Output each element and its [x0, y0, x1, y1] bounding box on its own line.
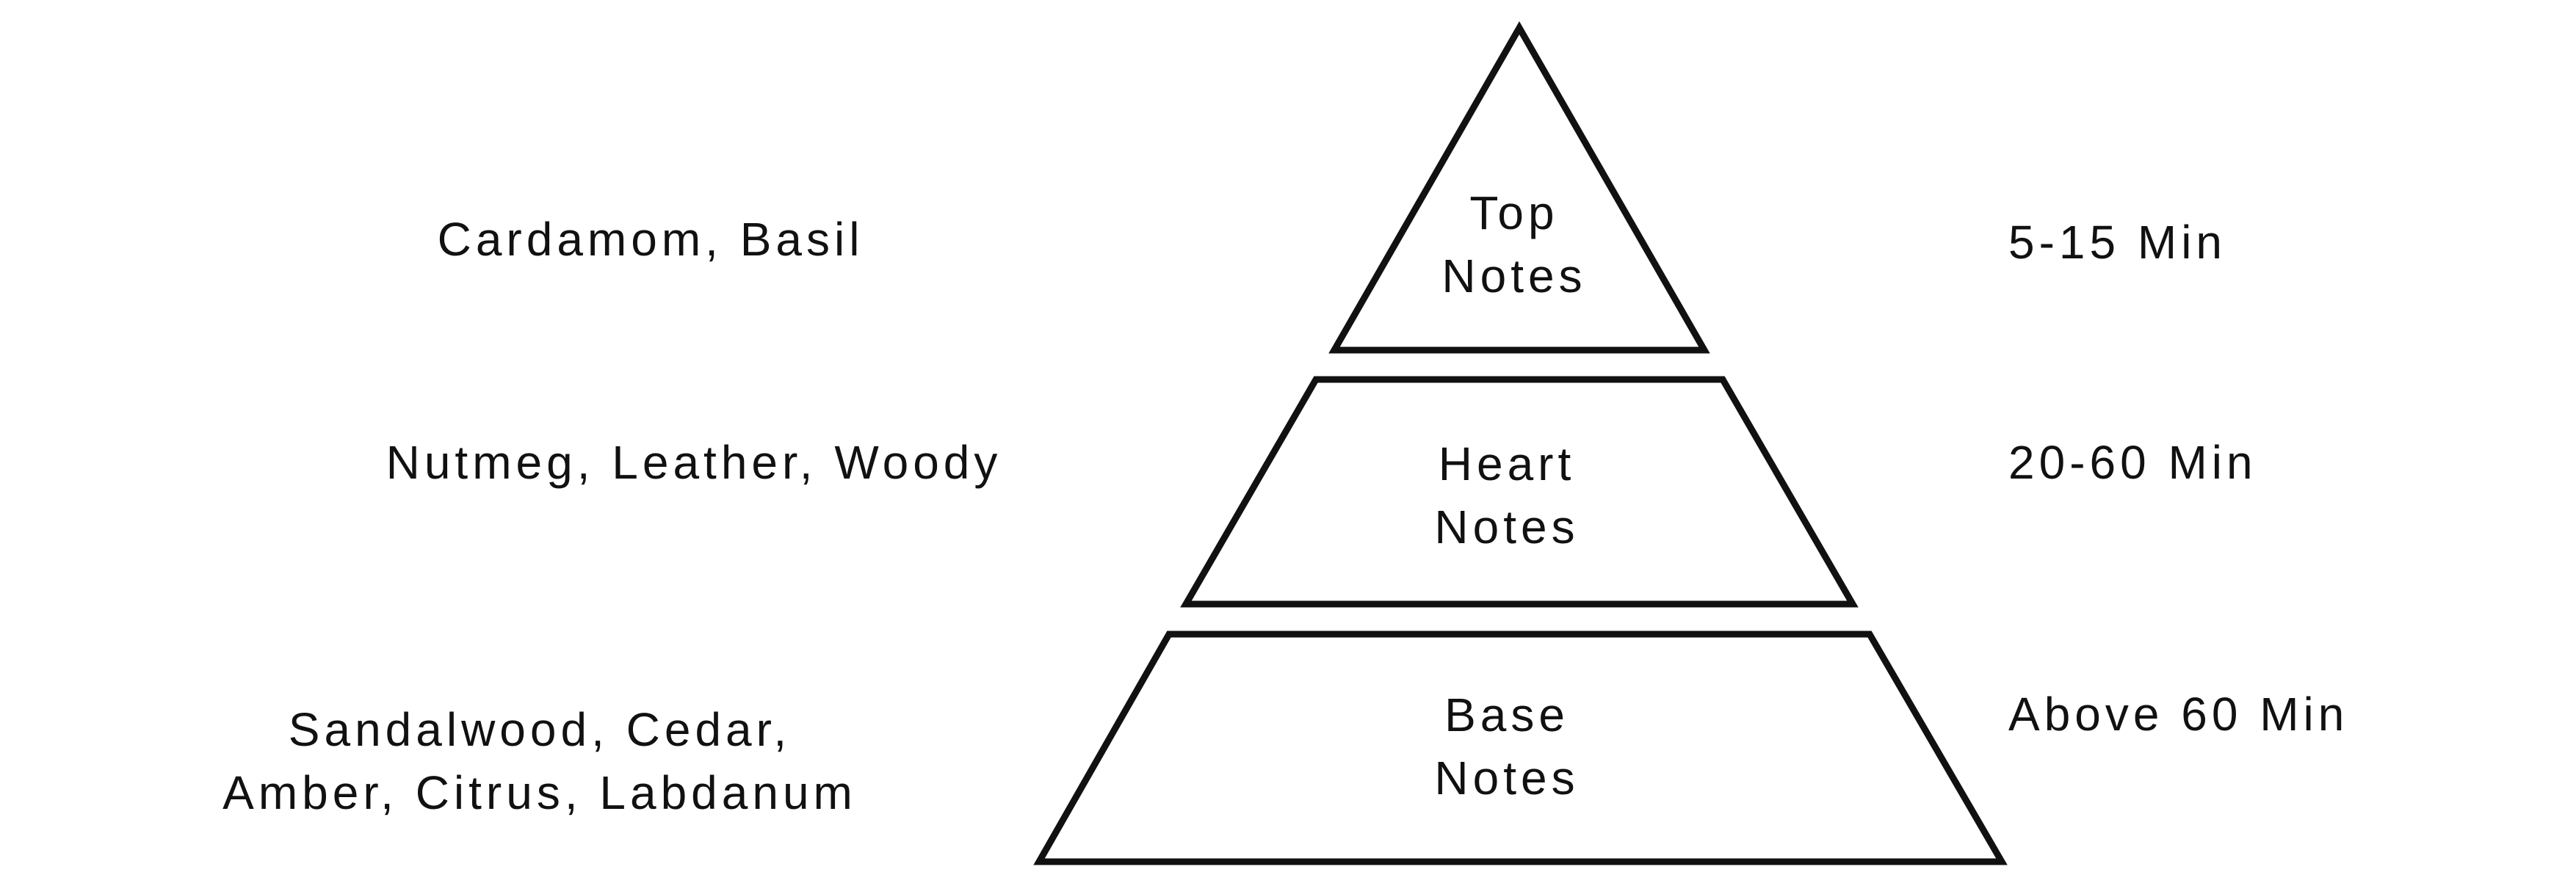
base-notes-label: Base Notes — [1434, 683, 1579, 810]
ingredient-line: Nutmeg, Leather, Woody — [386, 436, 1002, 489]
base-notes-ingredients: Sandalwood, Cedar, Amber, Citrus, Labdan… — [222, 698, 857, 824]
heart-notes-label: Heart Notes — [1434, 432, 1579, 559]
label-line: Notes — [1441, 250, 1587, 302]
label-line: Notes — [1434, 752, 1580, 804]
label-line: Heart — [1438, 437, 1576, 490]
ingredient-line: Amber, Citrus, Labdanum — [222, 766, 857, 819]
base-notes-trapezoid — [1033, 631, 2008, 865]
label-line: Top — [1469, 186, 1559, 239]
top-notes-duration: 5-15 Min — [2008, 216, 2226, 269]
top-notes-triangle — [1328, 21, 1710, 354]
ingredient-line: Cardamom, Basil — [437, 213, 864, 266]
base-notes-duration: Above 60 Min — [2008, 688, 2349, 741]
label-line: Notes — [1434, 501, 1580, 553]
ingredient-line: Sandalwood, Cedar, — [288, 703, 792, 756]
top-notes-label: Top Notes — [1441, 181, 1586, 308]
heart-notes-trapezoid — [1180, 376, 1859, 608]
heart-notes-duration: 20-60 Min — [2008, 436, 2257, 489]
label-line: Base — [1444, 688, 1569, 741]
top-notes-ingredients: Cardamom, Basil — [438, 208, 864, 271]
heart-notes-ingredients: Nutmeg, Leather, Woody — [386, 431, 1002, 494]
